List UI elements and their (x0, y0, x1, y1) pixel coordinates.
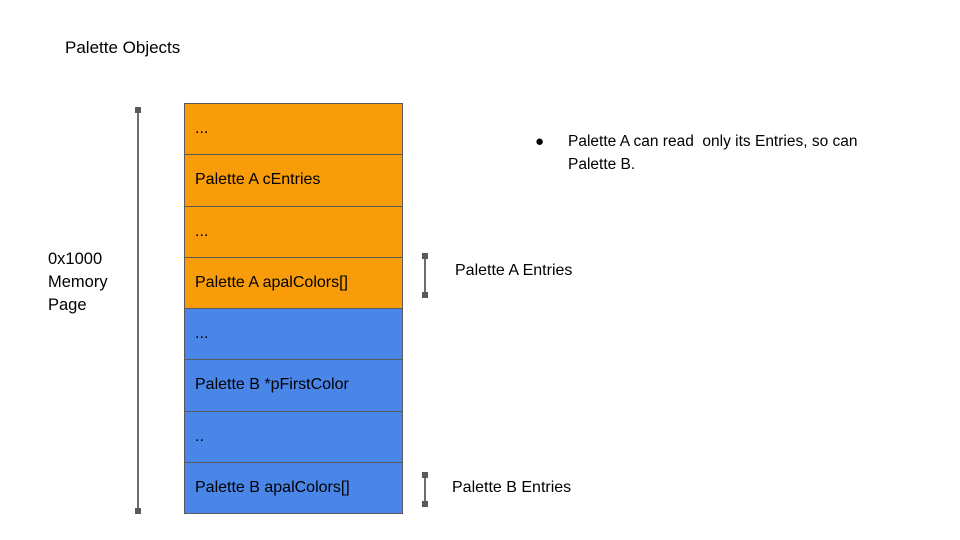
memory-row-label: .. (195, 427, 204, 445)
memory-row-palette-b-pad1: ... (185, 309, 402, 361)
memory-row-label: ... (195, 325, 209, 343)
memory-row-label: Palette A cEntries (195, 171, 321, 189)
memory-row-label: Palette B *pFirstColor (195, 376, 349, 394)
memory-row-label: ... (195, 222, 209, 240)
memory-row-palette-a-pad1: ... (185, 104, 402, 156)
memory-row-palette-a-apalcolors: Palette A apalColors[] (185, 257, 402, 309)
memory-row-palette-b-apalcolors: Palette B apalColors[] (185, 462, 402, 513)
memory-page-extent-line (137, 110, 139, 511)
bullet-icon: ● (535, 133, 545, 150)
memory-row-palette-b-pfirstcolor: Palette B *pFirstColor (185, 360, 402, 412)
palette-a-entries-label: Palette A Entries (455, 262, 573, 279)
memory-row-palette-a-pad2: ... (185, 206, 402, 258)
bullet-note-line-2: Palette B. (568, 155, 636, 173)
palette-b-entries-label: Palette B Entries (452, 479, 572, 496)
palette-b-entries-bracket (424, 475, 426, 504)
bullet-note: Palette A can read only its Entries, so … (568, 131, 858, 176)
bullet-note-line-1: Palette A can read only its Entries, so … (568, 133, 858, 150)
memory-row-label: Palette B apalColors[] (195, 478, 350, 496)
memory-page-label: 0x1000 Memory Page (48, 250, 108, 314)
memory-row-label: Palette A apalColors[] (195, 273, 348, 291)
memory-table: ... Palette A cEntries ... Palette A apa… (184, 103, 403, 514)
memory-row-label: ... (195, 120, 209, 138)
memory-row-palette-a-centries: Palette A cEntries (185, 155, 402, 207)
palette-a-entries-bracket (424, 256, 426, 295)
page-title: Palette Objects (65, 38, 181, 57)
memory-row-palette-b-pad2: .. (185, 411, 402, 463)
